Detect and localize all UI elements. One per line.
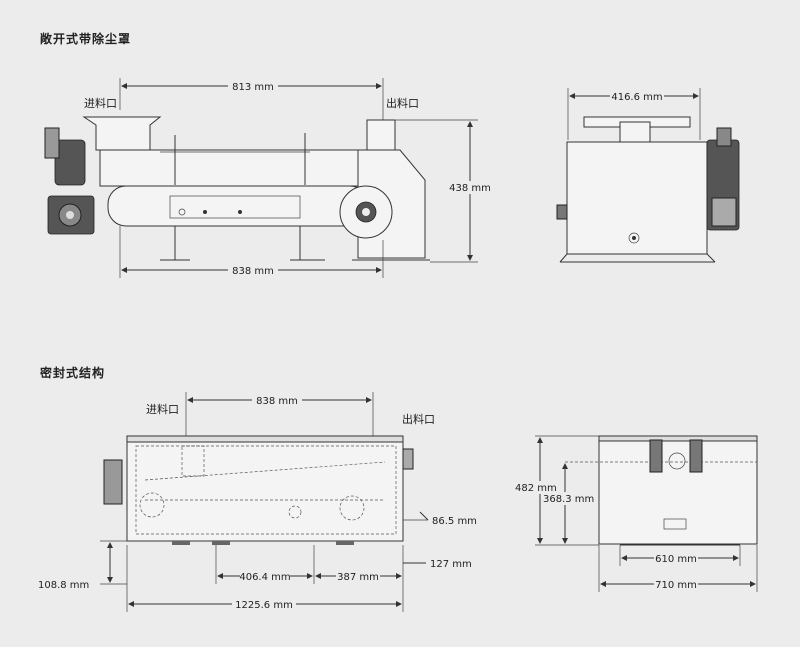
dim-sealed-left-h: 108.8 mm [38,580,89,591]
section-title-open: 敞开式带除尘罩 [40,32,132,46]
dim-sealed-right: 86.5 mm [432,516,477,527]
sealed-front-view: 进料口 出料口 838 mm 86.5 mm 108.8 mm [38,392,477,612]
dim-side-h-inner: 368.3 mm [543,494,594,505]
dim-bottom-width: 838 mm [232,266,274,277]
inlet-label-open: 进料口 [84,96,117,110]
dim-sealed-127: 127 mm [430,559,472,570]
dim-side-width-open: 416.6 mm [611,92,662,103]
inlet-label-sealed: 进料口 [146,402,179,416]
section-title-sealed: 密封式结构 [40,366,106,380]
outlet-label-sealed: 出料口 [402,412,435,426]
dim-side-h-total: 482 mm [515,483,557,494]
outlet-label-open: 出料口 [386,96,419,110]
dim-side-w-inner: 610 mm [655,554,697,565]
open-front-view: 813 mm 进料口 出料口 [44,78,492,278]
open-side-view: 416.6 mm [556,88,740,263]
dim-side-w-total: 710 mm [655,580,697,591]
dim-height-open: 438 mm [449,183,491,194]
sealed-side-view: 482 mm 368.3 mm 610 mm 710 mm [514,435,758,592]
dim-sealed-top: 838 mm [256,396,298,407]
dim-sealed-387: 387 mm [337,572,379,583]
dim-sealed-total: 1225.6 mm [235,600,293,611]
dim-sealed-mid: 406.4 mm [239,572,290,583]
dim-top-width: 813 mm [232,82,274,93]
